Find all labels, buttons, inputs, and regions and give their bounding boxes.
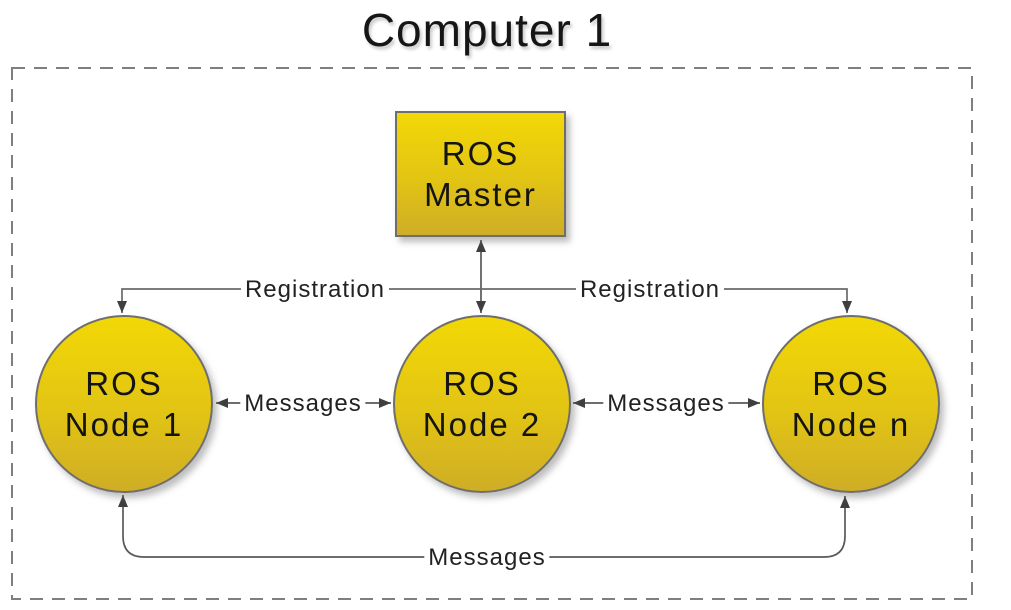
registration-branch-line <box>117 288 852 313</box>
ros-node-2-circle: ROS Node 2 <box>393 315 571 493</box>
ros-node-2-label-line2: Node 2 <box>422 406 542 443</box>
ros-node-n-label-line2: Node n <box>791 406 911 443</box>
computer-title: Computer 1 <box>361 4 613 56</box>
messages-label-right: Messages <box>603 390 729 418</box>
ros-master-box: ROS Master <box>395 111 566 237</box>
messages-label-left: Messages <box>240 390 366 418</box>
ros-node-1-label-line2: Node 1 <box>64 406 184 443</box>
ros-node-n-label-line1: ROS <box>812 364 890 402</box>
registration-label-right: Registration <box>575 276 725 304</box>
ros-master-label-line2: Master <box>424 176 537 213</box>
computer-boundary-dashed-border <box>11 67 973 600</box>
ros-master-label-line1: ROS <box>441 134 520 172</box>
ros-node-1-circle: ROS Node 1 <box>35 315 213 493</box>
messages-label-bottom: Messages <box>424 544 550 572</box>
ros-node-n-circle: ROS Node n <box>762 315 940 493</box>
registration-label-left: Registration <box>240 276 390 304</box>
ros-node-1-label-line1: ROS <box>85 364 163 402</box>
ros-node-2-label-line1: ROS <box>443 364 521 402</box>
